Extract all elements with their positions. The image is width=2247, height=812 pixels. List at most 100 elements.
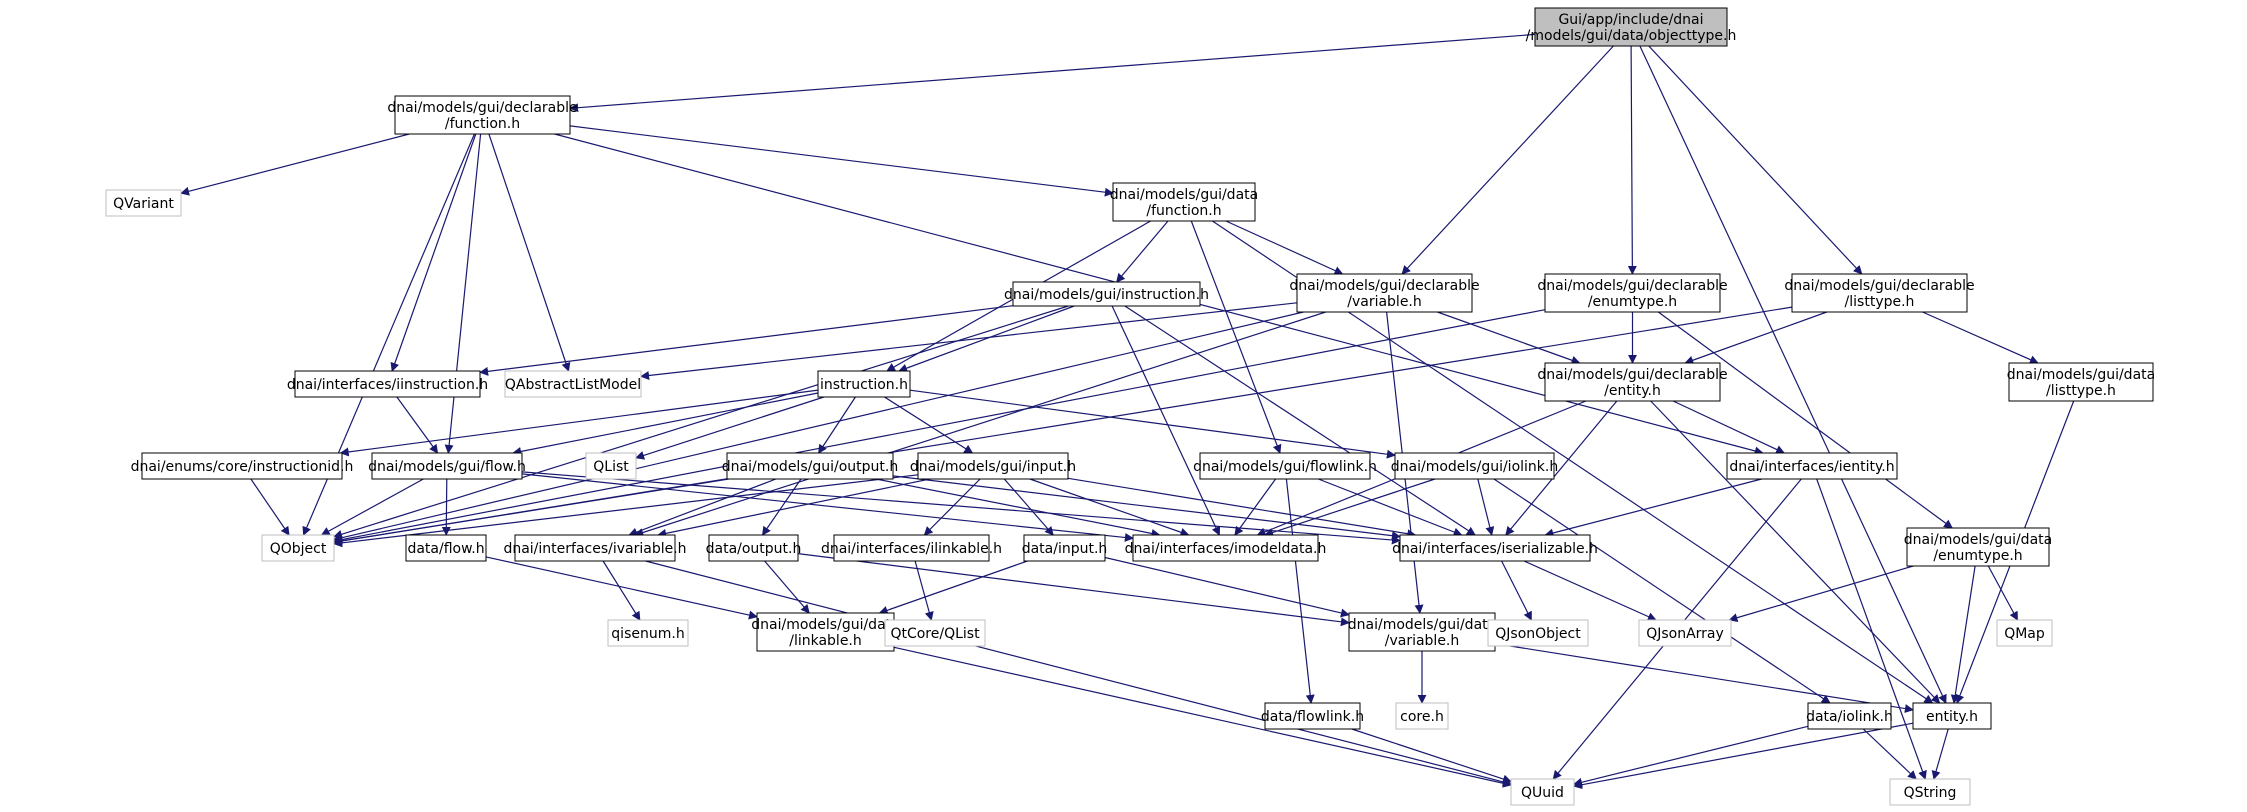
node-label: data/flowlink.h [1261, 709, 1364, 725]
node-box [833, 534, 990, 562]
node-decl-function[interactable]: dnai/models/gui/declarable/function.h [387, 95, 578, 135]
edge-instruction-to-instructionid [339, 389, 819, 457]
node-decl-variable[interactable]: dnai/models/gui/declarable/variable.h [1289, 273, 1480, 313]
node-label: dnai/models/gui/flowlink.h [1193, 459, 1377, 475]
node-gui-iolink[interactable]: dnai/models/gui/iolink.h [1391, 452, 1558, 480]
node-label: dnai/interfaces/ientity.h [1729, 459, 1894, 475]
node-label: /entity.h [1604, 383, 1661, 399]
node-data-iolink[interactable]: data/iolink.h [1806, 702, 1893, 730]
edge-decl_entity-to-ientity [1672, 400, 1786, 454]
node-gui-input[interactable]: dnai/models/gui/input.h [910, 452, 1076, 480]
node-box [708, 534, 799, 562]
edge-data_flow-to-data_linkable [485, 556, 758, 620]
node-label: dnai/interfaces/imodeldata.h [1125, 541, 1327, 557]
node-label: /listtype.h [2046, 383, 2116, 399]
node-gui-flowlink[interactable]: dnai/models/gui/flowlink.h [1193, 452, 1377, 480]
edge-ientity-to-iserializable [1544, 478, 1762, 538]
node-ientity[interactable]: dnai/interfaces/ientity.h [1726, 452, 1898, 480]
edge-decl_function-to-qabstractlistmodel [488, 133, 571, 372]
node-label: dnai/models/gui/data [751, 617, 899, 633]
edge-data_iolink-to-quuid [1573, 725, 1809, 787]
node-instruction[interactable]: instruction.h [817, 370, 911, 398]
node-data-variable[interactable]: dnai/models/gui/data/variable.h [1348, 612, 1496, 652]
node-box [1023, 534, 1106, 562]
node-data-output[interactable]: data/output.h [706, 534, 802, 562]
node-label: entity.h [1926, 709, 1978, 725]
node-box [1394, 452, 1555, 480]
node-entity[interactable]: entity.h [1912, 702, 1992, 730]
edge-gui_flowlink-to-imodeldata [1234, 478, 1277, 536]
node-gui-instruction[interactable]: dnai/models/gui/instruction.h [1004, 281, 1209, 307]
edge-data_variable-to-entity [1494, 643, 1914, 713]
node-data-input[interactable]: data/input.h [1022, 534, 1108, 562]
node-box [726, 452, 894, 480]
edge-instruction-to-gui_input [884, 396, 974, 454]
node-box [1112, 182, 1256, 222]
node-instructionid[interactable]: dnai/enums/core/instructionid.h [131, 452, 354, 480]
edge-entity-to-qstring [1931, 728, 1949, 780]
node-label: dnai/models/gui/declarable [387, 100, 577, 116]
edge-gui_output-to-iserializable [892, 475, 1401, 541]
node-box [405, 534, 487, 562]
edge-data_enumtype-to-qjsonarray [1728, 565, 1914, 623]
node-qvariant: QVariant [105, 189, 182, 217]
node-label: QAbstractListModel [505, 377, 641, 393]
node-label: /linkable.h [789, 633, 862, 649]
edge-decl_listtype-to-decl_entity [1684, 311, 1828, 365]
node-box [105, 189, 182, 217]
edge-decl_function-to-gui_flow [444, 133, 482, 454]
node-data-enumtype[interactable]: dnai/models/gui/data/enumtype.h [1904, 527, 2052, 567]
node-label: dnai/interfaces/ivariable.h [503, 541, 686, 557]
node-ilinkable[interactable]: dnai/interfaces/ilinkable.h [821, 534, 1002, 562]
node-box [504, 370, 642, 398]
node-data-flowlink[interactable]: data/flowlink.h [1261, 702, 1364, 730]
edge-instructionid-to-qobject [250, 478, 290, 536]
edge-gui_iolink-to-data_iolink [1493, 478, 1831, 704]
edge-decl_variable-to-qabstractlistmodel [640, 302, 1298, 380]
edge-ilinkable-to-qtcore_qlist [914, 560, 934, 621]
node-gui-output[interactable]: dnai/models/gui/output.h [722, 452, 898, 480]
edge-iinstruction-to-gui_flow [396, 396, 439, 454]
node-data-linkable[interactable]: dnai/models/gui/data/linkable.h [751, 612, 900, 652]
node-box [2008, 362, 2154, 402]
node-gui-flow[interactable]: dnai/models/gui/flow.h [368, 452, 526, 480]
node-data-function[interactable]: dnai/models/gui/data/function.h [1110, 182, 1258, 222]
edge-root-to-decl_enumtype [1627, 45, 1637, 275]
edge-decl_function-to-qvariant [180, 133, 410, 196]
edge-decl_enumtype-to-qobject [333, 309, 1546, 544]
node-box [1807, 702, 1892, 730]
edge-gui_flowlink-to-iserializable [1318, 478, 1463, 537]
edge-decl_enumtype-to-data_enumtype [1657, 311, 1953, 529]
node-decl-listtype[interactable]: dnai/models/gui/declarable/listtype.h [1784, 273, 1975, 313]
node-imodeldata[interactable]: dnai/interfaces/imodeldata.h [1125, 534, 1327, 562]
node-root[interactable]: Gui/app/include/dnai/models/gui/data/obj… [1526, 7, 1737, 47]
node-label: data/flow.h [407, 541, 484, 557]
node-data-listtype[interactable]: dnai/models/gui/data/listtype.h [2007, 362, 2155, 402]
node-label: dnai/interfaces/ilinkable.h [821, 541, 1002, 557]
node-decl-entity[interactable]: dnai/models/gui/declarable/entity.h [1537, 362, 1728, 402]
node-label: QJsonObject [1495, 626, 1581, 642]
node-label: dnai/models/gui/instruction.h [1004, 287, 1209, 303]
node-label: /variable.h [1347, 294, 1422, 310]
edge-decl_variable-to-qobject [333, 311, 1304, 543]
node-label: qisenum.h [611, 626, 684, 642]
edge-gui_instruction-to-qobject [333, 305, 1069, 539]
edge-gui_instruction-to-imodeldata [1111, 305, 1221, 536]
node-box [884, 619, 986, 647]
edge-instruction-to-gui_output [818, 396, 856, 454]
edge-instruction-to-qlist [635, 396, 825, 460]
edge-gui_iolink-to-iserializable [1477, 478, 1495, 536]
node-decl-enumtype[interactable]: dnai/models/gui/declarable/enumtype.h [1537, 273, 1728, 313]
edge-gui_instruction-to-iserializable [1124, 305, 1476, 536]
node-iinstruction[interactable]: dnai/interfaces/iinstruction.h [287, 370, 488, 398]
edge-gui_flow-to-qobject [320, 478, 424, 536]
node-ivariable[interactable]: dnai/interfaces/ivariable.h [503, 534, 687, 562]
edge-decl_entity-to-entity [1650, 400, 1941, 704]
edge-decl_listtype-to-data_listtype [1922, 311, 2039, 364]
node-label: dnai/models/gui/input.h [910, 459, 1076, 475]
edge-gui_input-to-data_input [1003, 478, 1054, 536]
edge-decl_entity-to-iserializable [1505, 400, 1618, 536]
node-iserializable[interactable]: dnai/interfaces/iserializable.h [1392, 534, 1598, 562]
node-data-flow[interactable]: data/flow.h [405, 534, 487, 562]
edge-instruction-to-gui_flow [512, 392, 819, 456]
